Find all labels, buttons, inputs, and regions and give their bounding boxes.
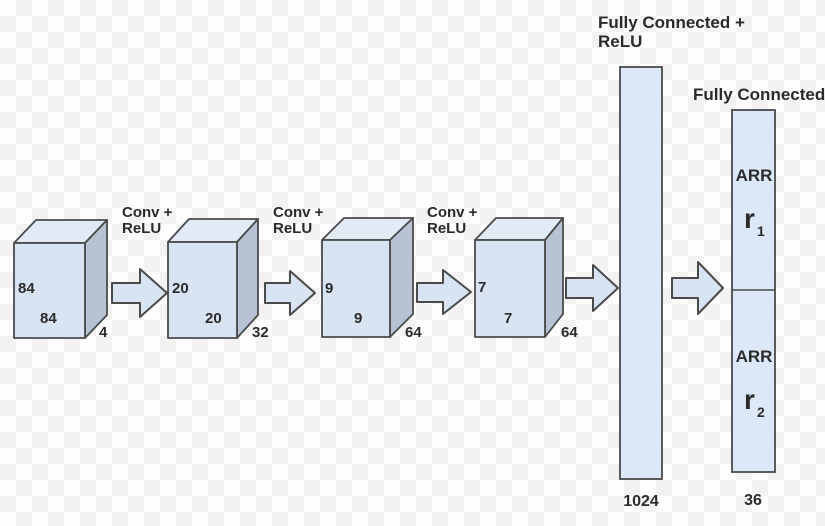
block3-depth-label: 64: [405, 324, 422, 341]
conv-arrow-3: Conv + ReLU: [416, 204, 478, 315]
fc1-title-line1: Fully Connected +: [598, 13, 745, 32]
arrow-right-icon: [565, 264, 619, 312]
conv-arrow1-label-line2: ReLU: [122, 220, 161, 237]
arrow-right-icon: [111, 268, 168, 318]
block2-depth-label: 32: [252, 324, 269, 341]
fc2-section-2: ARR r 2: [736, 347, 773, 420]
fc2-layer: Fully Connected ARR r 1 ARR r 2 36: [693, 85, 825, 509]
block1-height-label: 84: [18, 280, 35, 297]
conv-arrow3-label-line2: ReLU: [427, 220, 466, 237]
flow-arrow-5: [671, 261, 724, 315]
fc2-title: Fully Connected: [693, 85, 825, 104]
fc2-section2-variable: r: [744, 384, 755, 415]
fc2-section-1: ARR r 1: [736, 166, 773, 239]
arrow-right-icon: [671, 261, 724, 315]
fc2-section1-subscript: 1: [757, 223, 765, 239]
conv-arrow2-label-line1: Conv +: [273, 204, 324, 221]
conv-arrow-1: Conv + ReLU: [111, 204, 173, 318]
conv-block-1: 84 84 4: [13, 219, 108, 341]
block4-side-face: [544, 217, 564, 338]
conv-block-2: 20 20 32: [167, 218, 269, 341]
fc2-bar: [731, 109, 776, 473]
block1-width-label: 84: [40, 310, 57, 327]
fc2-section2-label: ARR: [736, 347, 773, 366]
fc2-section2-subscript: 2: [757, 404, 765, 420]
fc2-units-label: 36: [744, 492, 762, 509]
conv-block-4: 7 7 64: [474, 217, 578, 341]
conv-arrow2-label-line2: ReLU: [273, 220, 312, 237]
block4-front-face: [474, 239, 546, 338]
conv-block-3: 9 9 64: [321, 217, 422, 341]
fc1-units-label: 1024: [623, 493, 659, 510]
block2-front-face: [167, 241, 238, 339]
block2-width-label: 20: [205, 310, 222, 327]
block4-height-label: 7: [478, 279, 486, 296]
block4-width-label: 7: [504, 310, 512, 327]
fc2-section1-variable: r: [744, 203, 755, 234]
block4-depth-label: 64: [561, 324, 578, 341]
block2-height-label: 20: [172, 280, 189, 297]
flow-arrow-4: [565, 264, 619, 312]
arrow-right-icon: [416, 269, 472, 315]
conv-arrow-2: Conv + ReLU: [264, 204, 324, 316]
block3-height-label: 9: [325, 280, 333, 297]
block3-front-face: [321, 239, 391, 338]
block1-depth-label: 4: [99, 324, 108, 341]
fc1-layer: Fully Connected + ReLU 1024: [598, 13, 745, 510]
fc1-bar: [619, 66, 663, 480]
block3-side-face: [389, 217, 414, 338]
fc1-title-line2: ReLU: [598, 32, 642, 51]
fc2-section1-label: ARR: [736, 166, 773, 185]
arrow-right-icon: [264, 270, 316, 316]
conv-arrow3-label-line1: Conv +: [427, 204, 478, 221]
conv-arrow1-label-line1: Conv +: [122, 204, 173, 221]
block3-width-label: 9: [354, 310, 362, 327]
block1-front-face: [13, 242, 86, 339]
